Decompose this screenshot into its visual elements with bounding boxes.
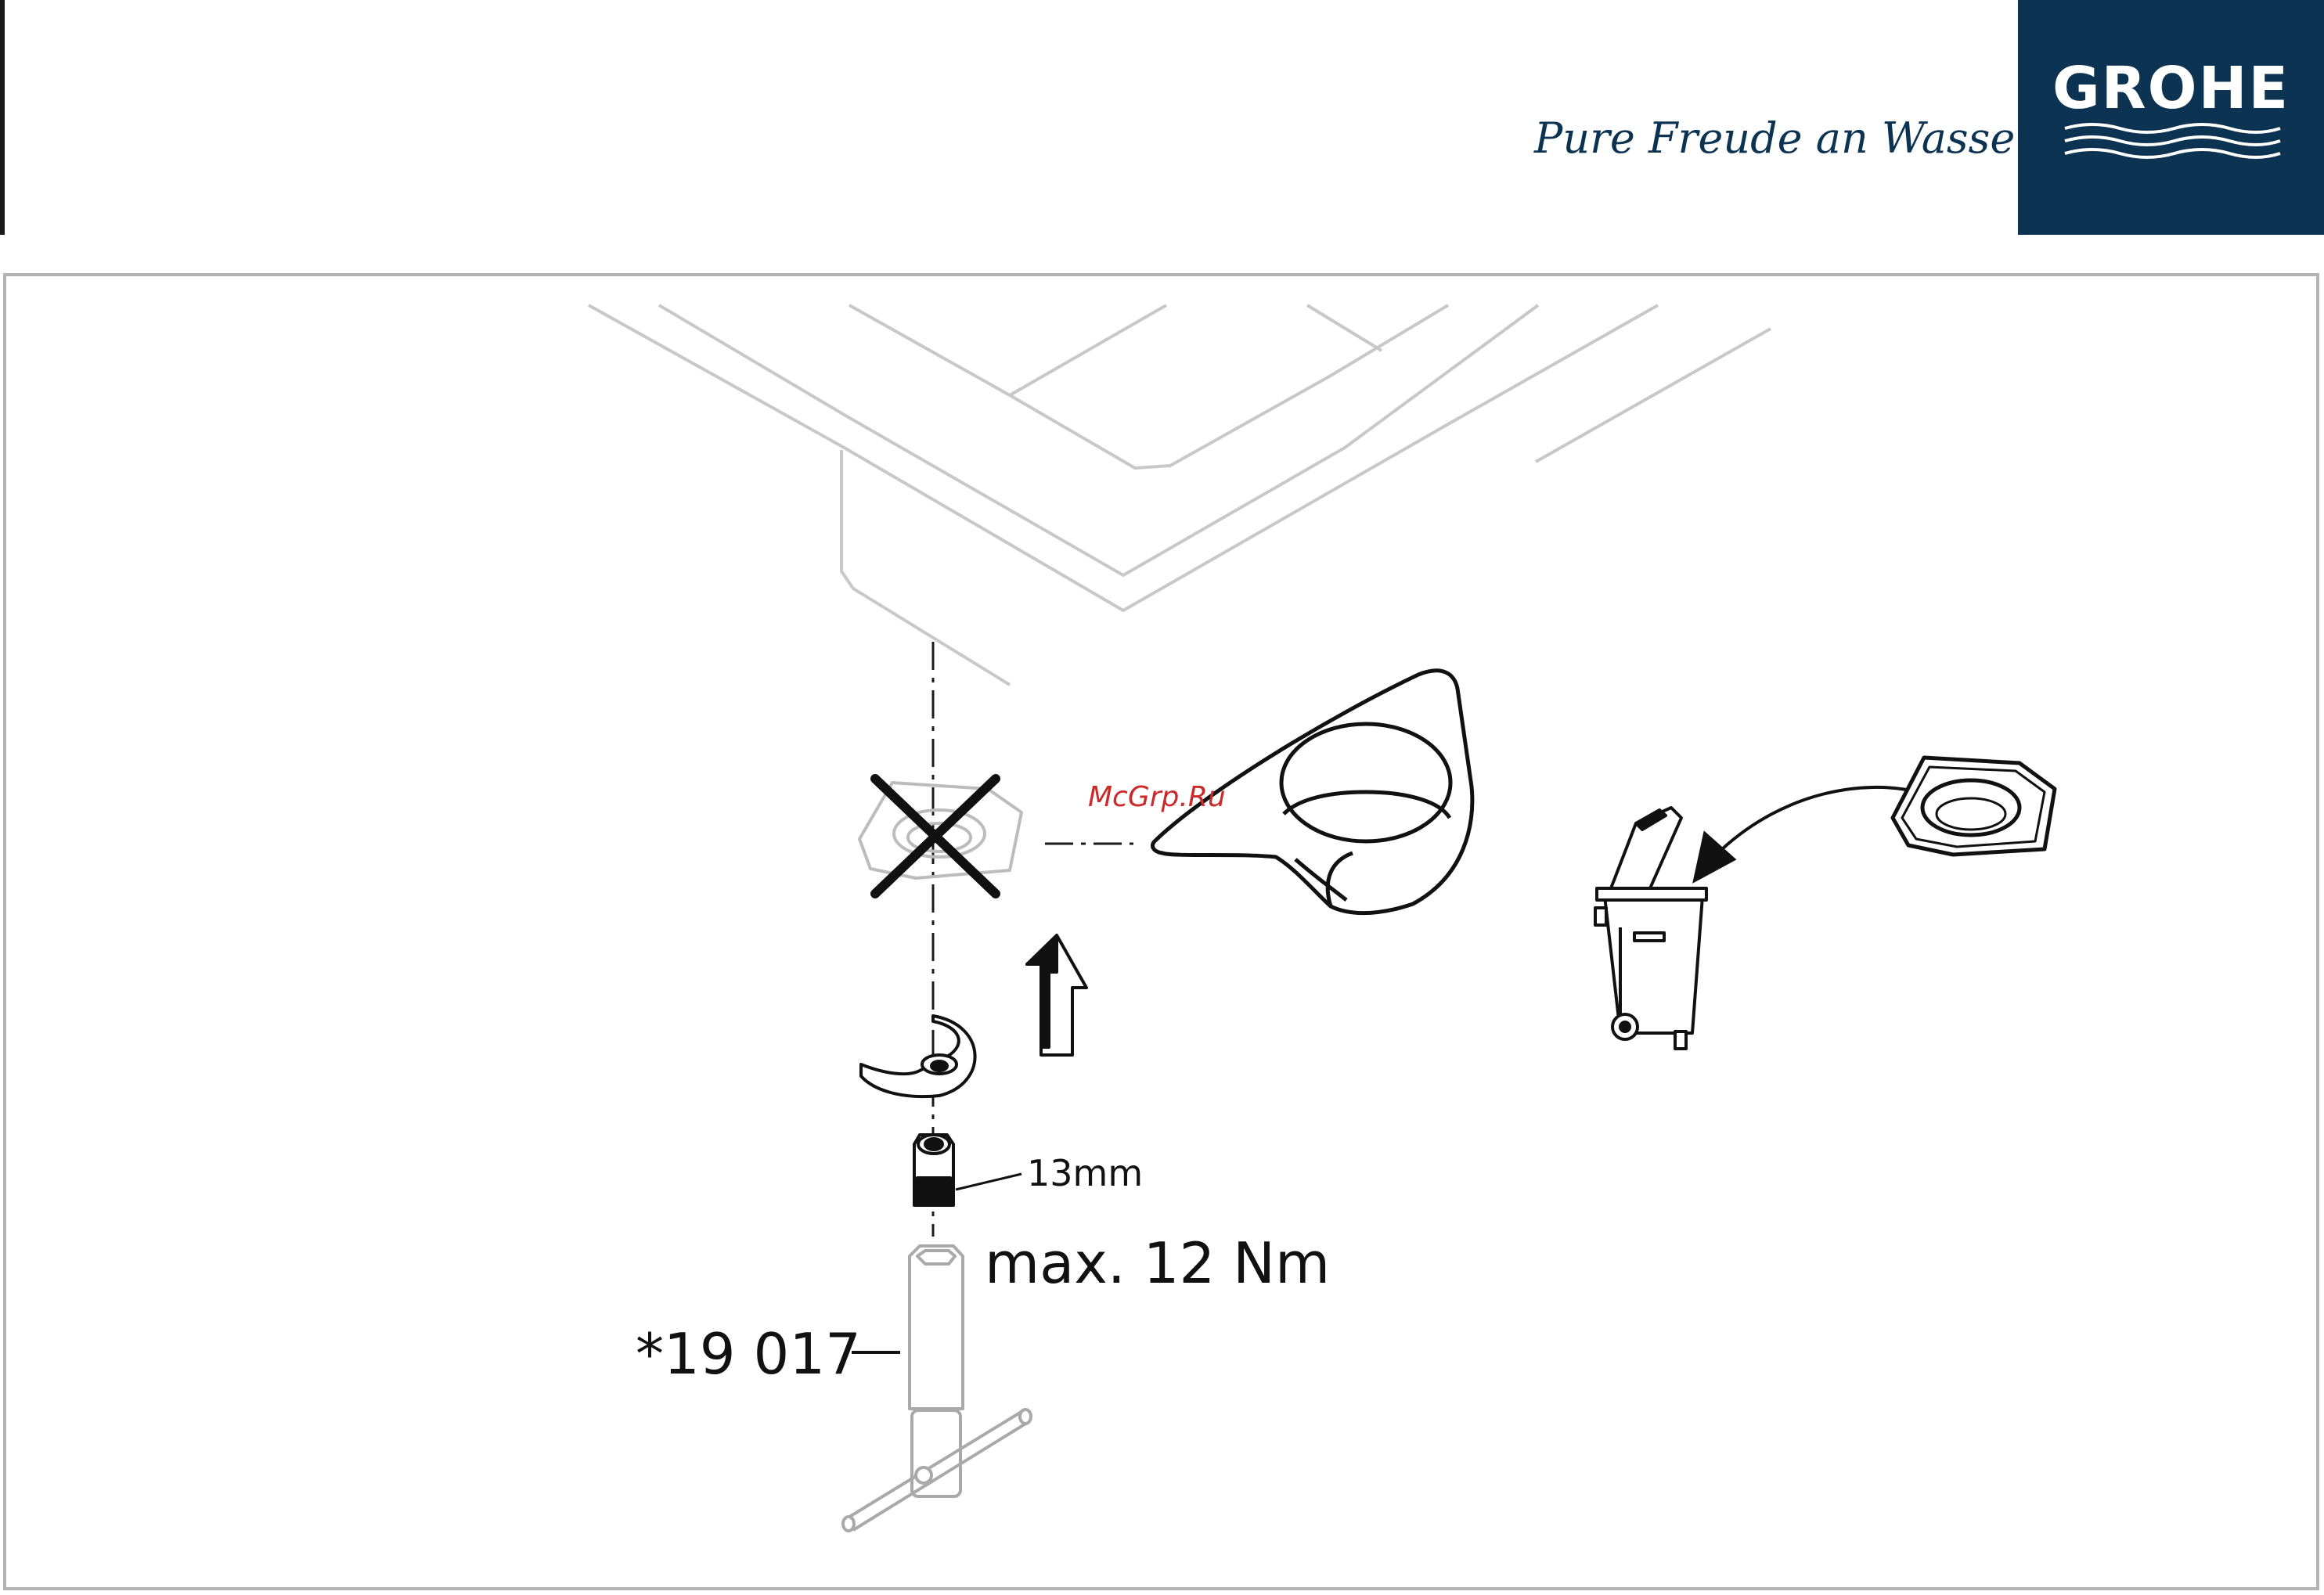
waste-bin-icon — [1595, 808, 1706, 1049]
sink-outline — [589, 305, 1771, 685]
torque-label: max. 12 Nm — [985, 1230, 1330, 1296]
watermark: McGrp.Ru — [1088, 781, 1226, 813]
crossed-out-part-icon — [859, 779, 1021, 894]
mounting-bracket — [861, 1016, 975, 1096]
nut-size-label: 13mm — [1027, 1152, 1143, 1194]
discard-arrow-icon — [1695, 787, 1918, 880]
hex-nut — [914, 1135, 1021, 1205]
axis-lines — [933, 642, 1133, 1237]
discarded-part — [1893, 758, 2055, 855]
arrow-up-icon — [1027, 935, 1086, 1055]
tool-number-label: *19 017 — [636, 1321, 861, 1387]
